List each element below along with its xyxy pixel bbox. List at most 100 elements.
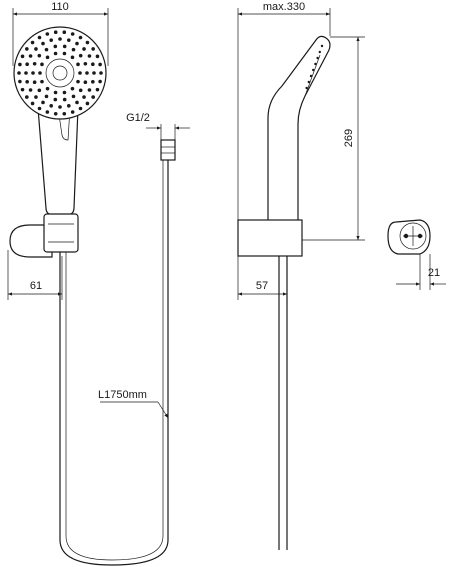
nozzle-dot <box>62 51 67 56</box>
handle-groove <box>57 107 71 141</box>
nozzle-dot <box>71 94 76 99</box>
nozzle-dot <box>87 88 92 92</box>
nozzle-dot <box>37 106 42 111</box>
nozzle-dot <box>67 104 71 108</box>
nozzle-dot <box>78 53 83 58</box>
nozzle-dot <box>32 61 37 66</box>
nozzle-dot <box>30 40 35 45</box>
nozzle-dot <box>18 62 22 67</box>
wall-bracket-side <box>237 219 303 257</box>
nozzle-dot <box>91 80 95 84</box>
nozzle-dot <box>37 53 42 58</box>
nozzle-dot <box>45 86 50 91</box>
nozzle-dot <box>83 80 88 85</box>
nozzle-dot <box>82 95 86 99</box>
nozzle-dot <box>53 44 58 49</box>
dim-bracket-depth: 57 <box>256 280 268 292</box>
side-nozzle-dot <box>307 80 310 84</box>
nozzle-dot <box>44 94 49 99</box>
nozzle-dot <box>67 38 71 42</box>
side-nozzle-dot <box>305 86 308 90</box>
nozzle-dot <box>58 105 62 109</box>
nozzle-dot <box>71 47 76 52</box>
nozzle-dot <box>28 88 33 92</box>
nozzle-dot <box>91 62 95 66</box>
nozzle-dot <box>87 54 92 58</box>
dim-head-width: 110 <box>51 1 69 13</box>
nozzle-dot <box>70 110 75 114</box>
nozzle-dot <box>44 47 49 52</box>
nozzle-dot <box>49 104 53 108</box>
side-nozzle-dot <box>320 44 324 48</box>
nozzle-dot <box>34 47 38 51</box>
side-nozzle-dot <box>318 50 321 54</box>
side-nozzle-dot <box>316 56 319 60</box>
nozzle-dot <box>28 54 33 58</box>
nozzle-dot <box>25 95 29 99</box>
nozzle-dot <box>37 88 42 93</box>
nozzle-dot <box>91 95 95 99</box>
nozzle-dot <box>25 80 29 84</box>
hose-inner <box>65 160 164 561</box>
nozzle-dot <box>78 88 83 93</box>
nozzle-dot <box>53 90 58 95</box>
dim-mount-width: 21 <box>428 267 440 279</box>
nozzle-dot <box>38 71 42 75</box>
nozzle-dot <box>17 71 21 75</box>
nozzle-dot <box>83 61 88 66</box>
nozzle-dot <box>95 54 100 59</box>
nozzle-dot <box>62 97 67 102</box>
side-nozzle-dot <box>312 68 315 72</box>
nozzle-dot <box>53 30 58 35</box>
nozzle-dot <box>78 106 83 111</box>
dim-max-length: max.330 <box>263 1 305 13</box>
nozzle-dot <box>31 71 35 75</box>
nozzle-dot <box>34 95 38 99</box>
center-ring-outer <box>45 58 75 88</box>
nozzle-dot <box>62 111 67 116</box>
nozzle-dot <box>40 62 44 67</box>
nozzle-dot <box>49 38 53 42</box>
nozzle-dot <box>25 47 29 51</box>
nozzle-dot <box>41 100 45 105</box>
nozzle-dot <box>62 44 67 49</box>
nozzle-dot <box>98 79 102 84</box>
nozzle-dot <box>20 87 25 92</box>
nozzle-dot <box>53 51 58 56</box>
nozzle-dot <box>37 35 42 40</box>
nozzle-dot <box>53 111 58 116</box>
nozzle-dot <box>45 110 50 114</box>
hose <box>59 160 169 566</box>
mount-body <box>387 219 431 255</box>
side-nozzles <box>305 44 324 90</box>
nozzle-dot <box>70 86 75 91</box>
nozzle-dot <box>58 37 62 41</box>
nozzle-pattern <box>17 30 103 116</box>
nozzle-dot <box>62 30 67 35</box>
dim-thread: G1/2 <box>126 112 150 124</box>
wall-bracket-front <box>9 224 53 258</box>
nozzle-dot <box>76 79 80 84</box>
side-nozzle-dot <box>314 62 317 66</box>
nozzle-dot <box>40 79 44 84</box>
nozzle-dot <box>70 32 75 36</box>
nozzle-dot <box>85 101 90 106</box>
side-profile <box>267 35 331 223</box>
nozzle-dot <box>78 71 82 75</box>
bracket-holder <box>43 213 79 253</box>
nozzle-dot <box>25 62 29 66</box>
nozzle-dot <box>41 41 45 46</box>
nozzle-dot <box>92 71 96 75</box>
wall-mount-detail <box>387 219 431 255</box>
nozzle-dot <box>95 87 100 92</box>
nozzle-dot <box>98 62 102 67</box>
dim-head-height: 269 <box>343 129 355 147</box>
nozzle-dot <box>85 71 89 75</box>
side-view <box>237 35 331 550</box>
handle-front <box>37 107 79 216</box>
nozzle-dot <box>24 71 28 75</box>
nozzle-dot <box>62 90 67 95</box>
nozzle-dot <box>45 55 50 60</box>
hose-fitting <box>160 139 176 161</box>
